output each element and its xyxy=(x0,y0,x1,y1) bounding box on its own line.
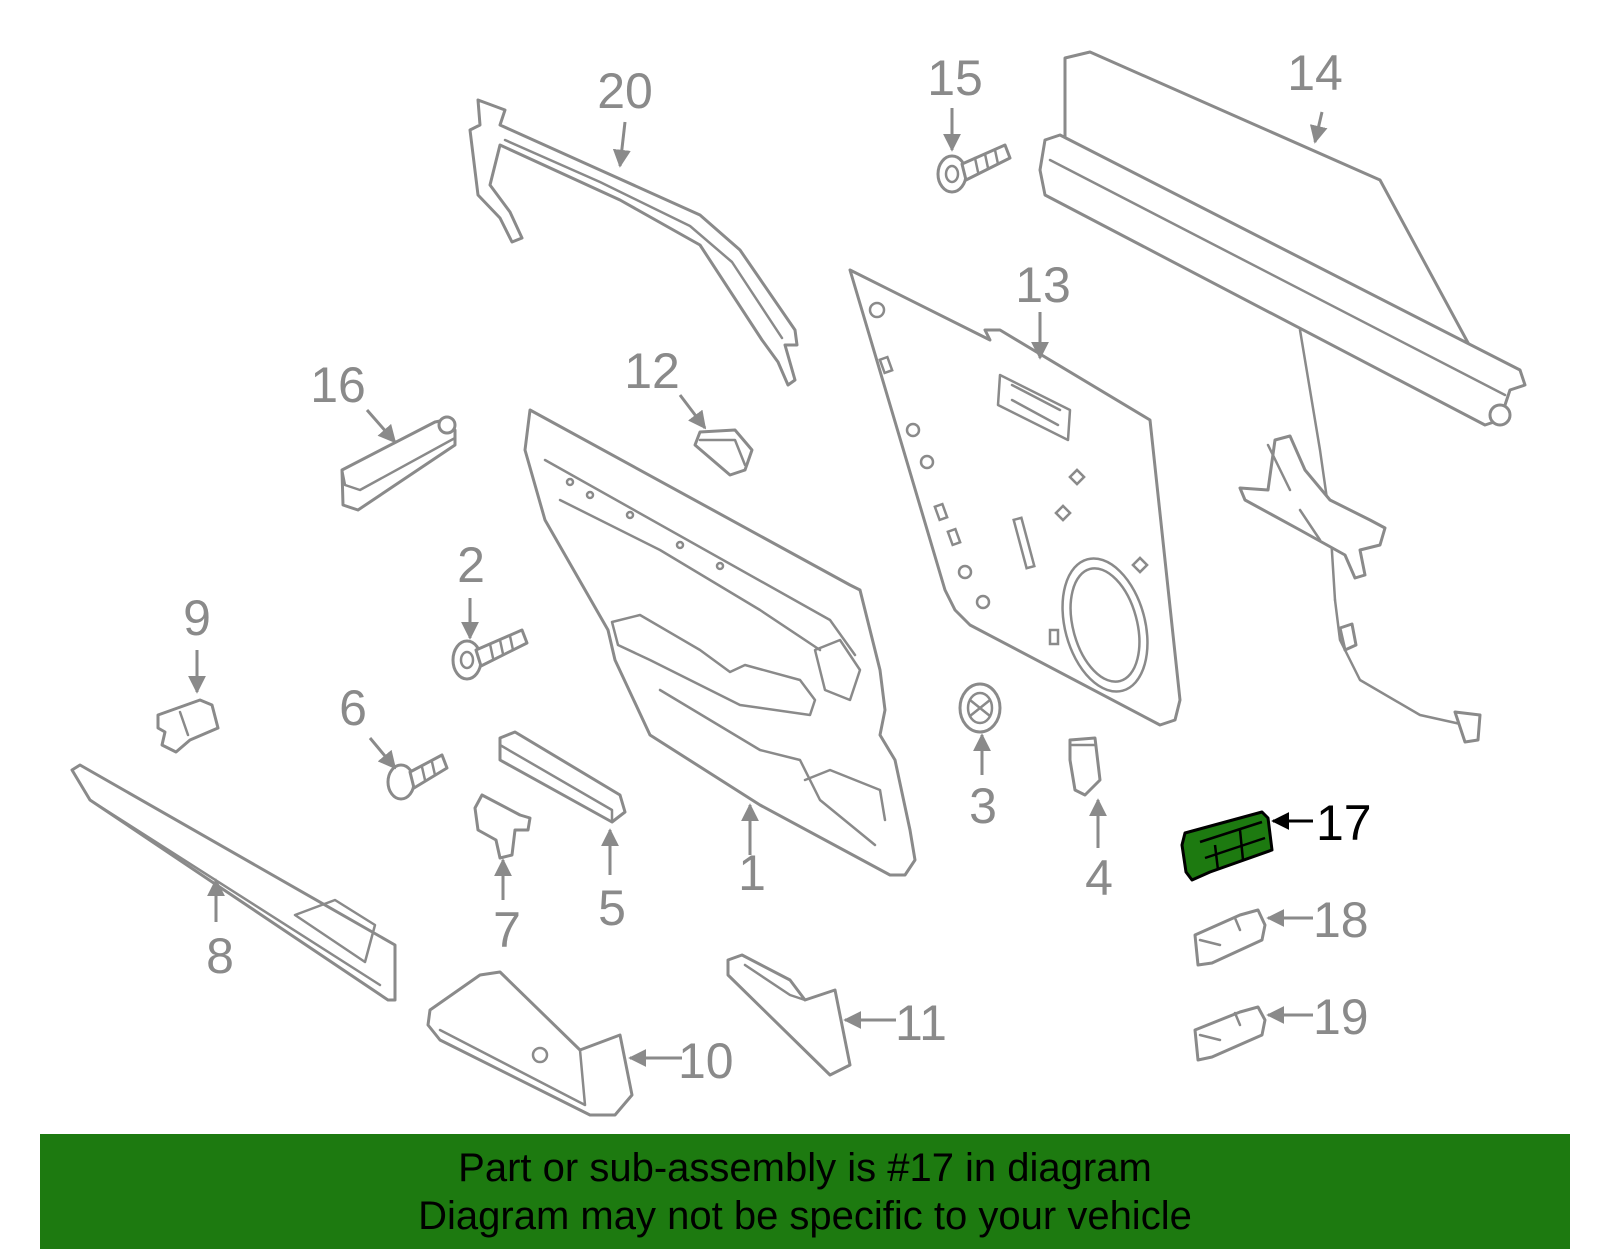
door-trim-parts-diagram: 20 15 14 13 16 12 2 9 6 3 4 5 7 1 8 10 1… xyxy=(70,45,1527,1117)
callout-8: 8 xyxy=(206,928,234,984)
callout-4: 4 xyxy=(1085,850,1113,906)
callout-14: 14 xyxy=(1287,45,1343,101)
callout-leaders xyxy=(188,108,1328,1067)
callout-15: 15 xyxy=(927,50,983,106)
callout-10: 10 xyxy=(678,1033,734,1089)
callout-16: 16 xyxy=(310,357,366,413)
part-10-lower-pocket-trim xyxy=(426,970,634,1117)
callout-1: 1 xyxy=(738,845,766,901)
callout-12: 12 xyxy=(624,343,680,399)
highlight-notice-banner: Part or sub-assembly is #17 in diagram D… xyxy=(40,1134,1570,1249)
callout-13: 13 xyxy=(1015,257,1071,313)
callout-20: 20 xyxy=(597,63,653,119)
part-15-bolt xyxy=(936,143,1012,194)
part-9-clip xyxy=(156,698,220,754)
part-20-window-frame-trim xyxy=(468,98,799,387)
part-18-bracket xyxy=(1193,908,1267,967)
callout-17-highlighted: 17 xyxy=(1316,795,1372,851)
part-16-switch xyxy=(340,415,457,512)
part-12-cap xyxy=(693,428,754,477)
part-7-clip xyxy=(473,793,532,860)
part-3-speaker xyxy=(958,682,1002,734)
part-19-bracket xyxy=(1193,1005,1267,1062)
part-2-bolt xyxy=(451,628,529,681)
callout-18: 18 xyxy=(1313,892,1369,948)
part-1-door-trim-panel xyxy=(523,408,917,877)
part-13-door-inner-panel xyxy=(848,268,1182,727)
banner-line-2: Diagram may not be specific to your vehi… xyxy=(418,1194,1192,1238)
banner-line-1: Part or sub-assembly is #17 in diagram xyxy=(458,1146,1152,1190)
callout-9: 9 xyxy=(183,590,211,646)
callout-5: 5 xyxy=(598,880,626,936)
callout-2: 2 xyxy=(457,537,485,593)
part-6-screw xyxy=(386,753,449,801)
callout-3: 3 xyxy=(969,778,997,834)
part-8-sill-trim-strip xyxy=(70,763,397,1002)
part-14-roller-sunshade xyxy=(1038,50,1527,744)
part-17-highlighted-switch-panel xyxy=(1180,810,1274,882)
part-11-trim-piece xyxy=(726,953,852,1077)
part-5-pad xyxy=(498,730,627,824)
callout-7: 7 xyxy=(493,902,521,958)
part-4-cap xyxy=(1068,736,1102,797)
callout-11: 11 xyxy=(895,995,947,1051)
callout-6: 6 xyxy=(339,680,367,736)
callout-19: 19 xyxy=(1313,989,1369,1045)
